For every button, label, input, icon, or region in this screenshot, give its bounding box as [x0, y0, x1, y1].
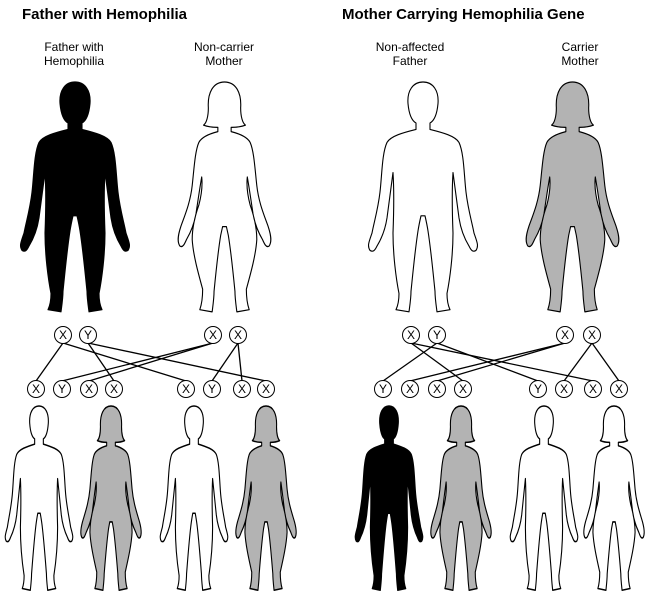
father-chromosome-right-1: Y	[429, 327, 446, 344]
child-figure-right-3	[584, 406, 645, 590]
child-figure-right-1	[431, 406, 492, 590]
child-chromosome-right-1-1-label: X	[459, 382, 467, 396]
child-chromosome-right-3-0-label: X	[589, 382, 597, 396]
child-chromosome-right-3-1-label: X	[615, 382, 623, 396]
child-figure-right-0	[355, 406, 423, 590]
child-chromosome-left-1-0-label: X	[85, 382, 93, 396]
child-chromosome-right-3-0: X	[585, 381, 602, 398]
mother-figure-right	[526, 82, 619, 312]
child-chromosome-right-3-1: X	[611, 381, 628, 398]
mother-chromosome-right-0-label: X	[561, 328, 569, 342]
child-figure-right-2	[510, 406, 578, 590]
father-chromosome-left-0: X	[55, 327, 72, 344]
inheritance-line-left-6	[212, 343, 238, 381]
child-chromosome-left-2-1: Y	[204, 381, 221, 398]
child-chromosome-right-0-1-label: X	[406, 382, 414, 396]
inheritance-line-right-5	[437, 343, 565, 381]
inheritance-line-left-2	[88, 343, 114, 381]
father-chromosome-left-1-label: Y	[84, 328, 92, 342]
child-chromosome-right-1-0: X	[429, 381, 446, 398]
inheritance-line-left-5	[89, 343, 213, 381]
child-chromosome-left-1-1-label: X	[110, 382, 118, 396]
child-chromosome-left-0-1: Y	[54, 381, 71, 398]
child-chromosome-left-0-1-label: Y	[58, 382, 66, 396]
child-figure-left-1	[81, 406, 142, 590]
inheritance-line-right-7	[592, 343, 619, 381]
father-figure-right	[369, 82, 478, 312]
child-chromosome-left-2-0: X	[178, 381, 195, 398]
father-figure-left	[21, 82, 130, 312]
inheritance-line-left-3	[88, 343, 266, 381]
child-chromosome-right-2-1-label: X	[560, 382, 568, 396]
child-chromosome-right-2-0-label: Y	[534, 382, 542, 396]
father-chromosome-left-0-label: X	[59, 328, 67, 342]
mother-chromosome-left-0: X	[205, 327, 222, 344]
child-chromosome-left-3-1-label: X	[262, 382, 270, 396]
mother-chromosome-right-0: X	[557, 327, 574, 344]
child-figure-left-3	[236, 406, 297, 590]
child-chromosome-left-0-0: X	[28, 381, 45, 398]
child-chromosome-right-2-1: X	[556, 381, 573, 398]
mother-figure-left	[178, 82, 271, 312]
mother-chromosome-left-0-label: X	[209, 328, 217, 342]
child-figure-left-2	[160, 406, 228, 590]
mother-chromosome-right-1-label: X	[588, 328, 596, 342]
mother-chromosome-left-1-label: X	[234, 328, 242, 342]
child-chromosome-right-0-0-label: Y	[379, 382, 387, 396]
child-chromosome-left-2-0-label: X	[182, 382, 190, 396]
child-chromosome-right-0-0: Y	[375, 381, 392, 398]
mother-chromosome-left-1: X	[230, 327, 247, 344]
inheritance-line-right-6	[564, 343, 592, 381]
child-chromosome-left-3-0-label: X	[238, 382, 246, 396]
father-chromosome-left-1: Y	[80, 327, 97, 344]
child-figure-left-0	[5, 406, 73, 590]
father-chromosome-right-0-label: X	[407, 328, 415, 342]
child-chromosome-right-2-0: Y	[530, 381, 547, 398]
child-chromosome-left-1-1: X	[106, 381, 123, 398]
child-chromosome-left-3-0: X	[234, 381, 251, 398]
child-chromosome-left-0-0-label: X	[32, 382, 40, 396]
father-chromosome-right-0: X	[403, 327, 420, 344]
father-chromosome-right-1-label: Y	[433, 328, 441, 342]
child-chromosome-left-1-0: X	[81, 381, 98, 398]
inheritance-line-left-1	[63, 343, 186, 381]
child-chromosome-left-2-1-label: Y	[208, 382, 216, 396]
child-chromosome-right-1-1: X	[455, 381, 472, 398]
child-chromosome-right-0-1: X	[402, 381, 419, 398]
inheritance-line-left-4	[62, 343, 213, 381]
child-chromosome-left-3-1: X	[258, 381, 275, 398]
inheritance-line-right-0	[383, 343, 437, 381]
inheritance-line-right-4	[410, 343, 565, 381]
mother-chromosome-right-1: X	[584, 327, 601, 344]
child-chromosome-right-1-0-label: X	[433, 382, 441, 396]
inheritance-line-left-0	[36, 343, 63, 381]
